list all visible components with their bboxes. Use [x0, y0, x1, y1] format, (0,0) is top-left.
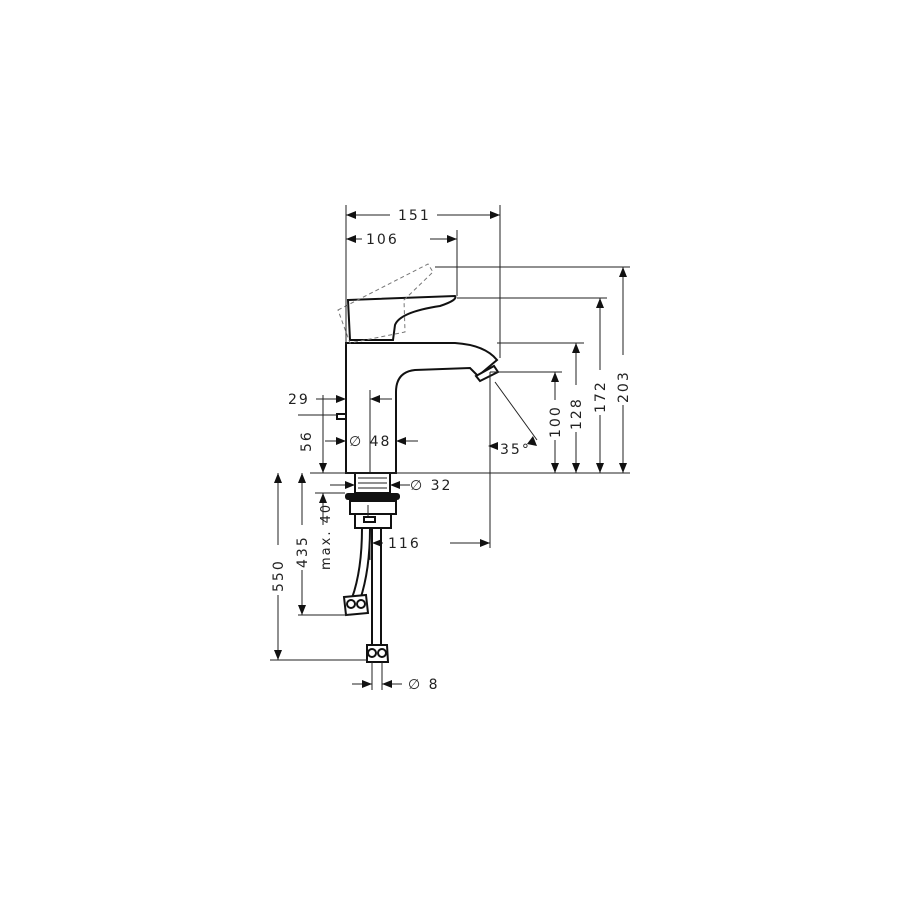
faucet-body	[336, 263, 500, 474]
dim-diameter-32: ∅ 32	[410, 478, 452, 494]
flex-hose-short	[350, 527, 372, 602]
dim-550: 550	[271, 559, 287, 592]
dim-128: 128	[569, 397, 585, 430]
dim-172: 172	[593, 380, 609, 413]
dim-100: 100	[548, 405, 564, 438]
dim-116: 116	[388, 536, 421, 552]
dim-diameter-8: ∅ 8	[408, 677, 440, 693]
extension-lines	[270, 205, 630, 690]
pin	[336, 413, 347, 420]
dim-56: 56	[299, 430, 315, 452]
flex-hose-long	[371, 527, 382, 646]
dim-106: 106	[366, 232, 399, 248]
dimension-lines	[274, 211, 627, 688]
mounting-assembly	[342, 472, 400, 663]
dim-diameter-48: ∅ 48	[349, 434, 391, 450]
dimension-labels: 151 106 100 128 172 203 35° 29 56 ∅ 48 ∅…	[271, 208, 632, 693]
dim-29: 29	[288, 392, 310, 408]
dim-203: 203	[616, 370, 632, 403]
dim-max-40: max. 40	[319, 503, 334, 570]
lever	[346, 294, 457, 341]
lever-raised-outline	[337, 263, 434, 344]
dim-151: 151	[398, 208, 431, 224]
dim-angle-35: 35°	[500, 442, 531, 458]
dim-435: 435	[295, 535, 311, 568]
